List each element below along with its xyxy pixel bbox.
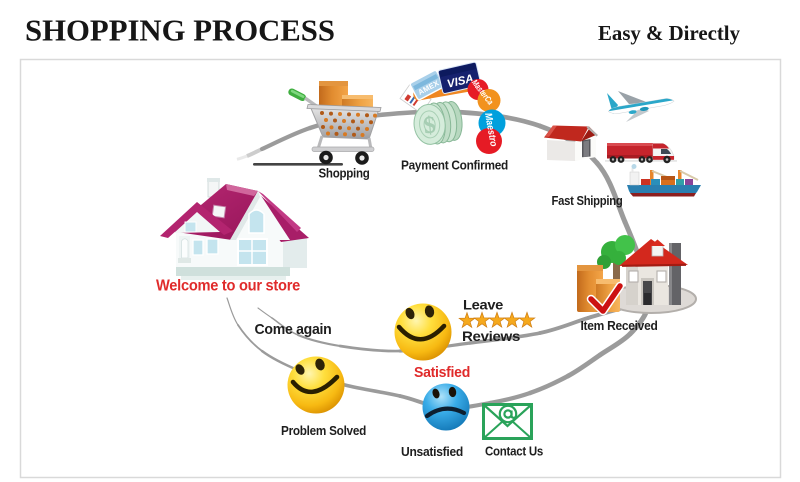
svg-text:Reviews: Reviews <box>462 328 521 344</box>
svg-text:Fast Shipping: Fast Shipping <box>552 194 623 208</box>
svg-text:Satisfied: Satisfied <box>414 365 470 381</box>
svg-text:SHOPPING PROCESS: SHOPPING PROCESS <box>25 13 335 48</box>
svg-text:Shopping: Shopping <box>319 167 370 181</box>
svg-text:Item Received: Item Received <box>581 319 658 333</box>
svg-text:Come again: Come again <box>255 321 332 338</box>
svg-text:$: $ <box>422 112 437 139</box>
svg-text:Problem Solved: Problem Solved <box>281 423 366 438</box>
svg-text:Unsatisfied: Unsatisfied <box>401 444 463 459</box>
svg-text:Easy & Directly: Easy & Directly <box>598 21 740 45</box>
svg-text:Welcome to our store: Welcome to our store <box>156 278 300 295</box>
svg-text:VISA: VISA <box>446 73 475 91</box>
svg-text:Payment Confirmed: Payment Confirmed <box>401 159 508 173</box>
svg-text:Contact Us: Contact Us <box>485 444 543 459</box>
svg-text:Leave: Leave <box>463 297 504 313</box>
